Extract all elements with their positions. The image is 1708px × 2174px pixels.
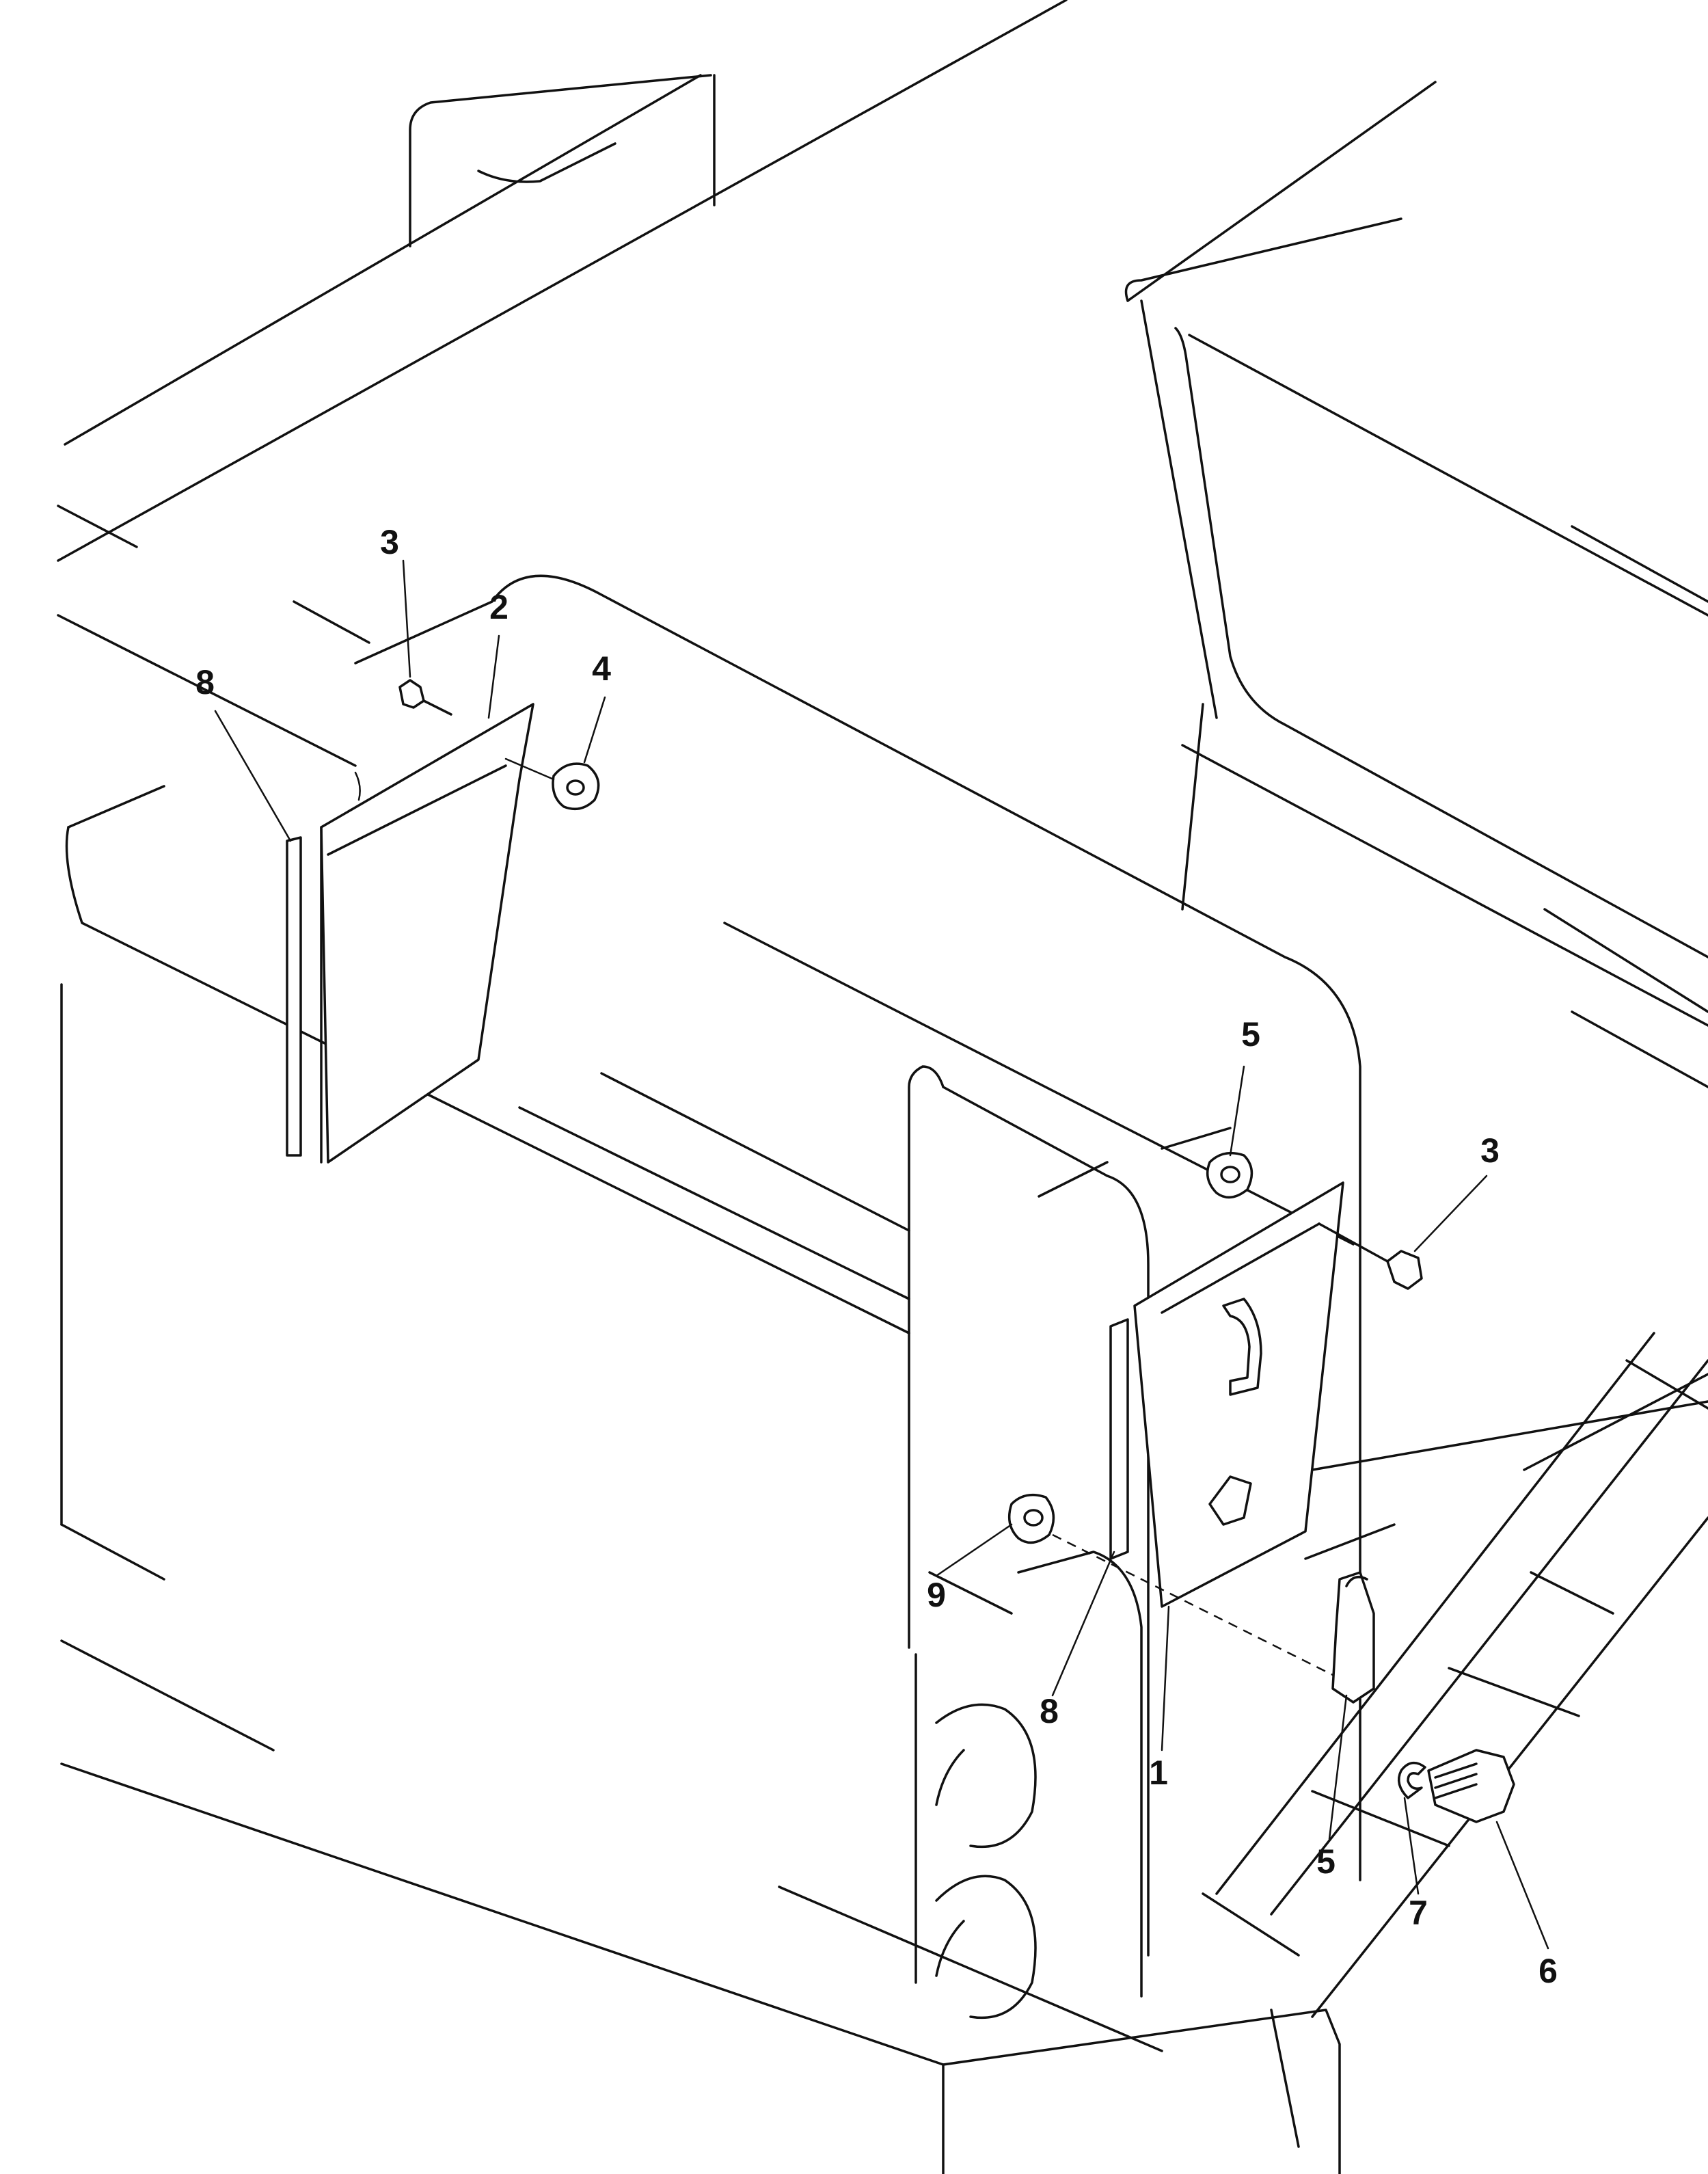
left-door-panel (320, 703, 534, 1164)
machine-frame (57, 0, 1708, 1088)
callout-3-right: 3 (1480, 1131, 1500, 1170)
callout-7: 7 (1409, 1894, 1428, 1932)
left-panel-assembly (286, 679, 600, 1164)
right-bolt (1386, 1250, 1423, 1290)
left-nut (552, 762, 600, 811)
callout-9: 9 (927, 1576, 946, 1614)
panel-handle (1222, 1298, 1262, 1396)
left-bolt (398, 679, 425, 709)
callout-5-lower: 5 (1316, 1842, 1336, 1881)
callout-3-left: 3 (380, 523, 399, 561)
ladder-frame (1202, 1332, 1708, 2018)
callout-2: 2 (489, 588, 509, 626)
right-panel-assembly (1007, 1151, 1515, 1823)
leader-lines (214, 559, 1549, 1950)
cabinet-body (60, 574, 1361, 2174)
callout-6: 6 (1538, 1952, 1558, 1990)
lock-washer (1397, 1761, 1426, 1799)
panel-latch-receiver (1208, 1475, 1252, 1526)
upper-grommet (1206, 1151, 1253, 1199)
right-door-panel (1133, 1181, 1344, 1608)
callout-8-left: 8 (195, 663, 215, 701)
lower-grommet (1007, 1493, 1055, 1544)
callout-4: 4 (592, 649, 611, 688)
right-seal-strip (1109, 1318, 1129, 1560)
callout-5-upper: 5 (1241, 1015, 1260, 1054)
callout-1: 1 (1149, 1754, 1168, 1792)
latch-assembly (1331, 1571, 1375, 1704)
left-seal-strip (286, 836, 302, 1157)
callouts: 8 3 2 4 5 3 9 8 1 5 7 6 (195, 523, 1558, 1990)
callout-8-right: 8 (1040, 1692, 1059, 1730)
